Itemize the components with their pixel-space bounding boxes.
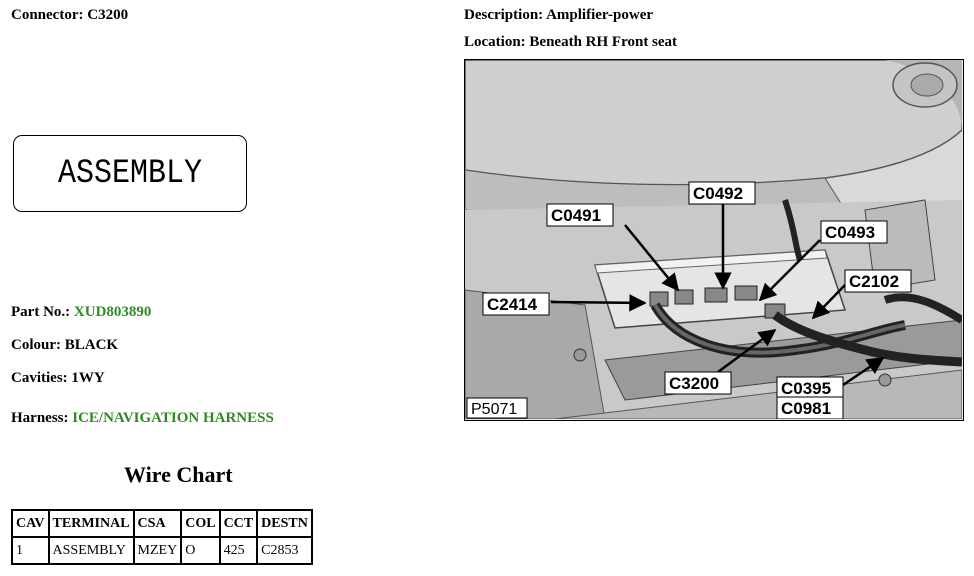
svg-text:C0491: C0491: [551, 206, 601, 225]
connector-label: Connector:: [11, 7, 84, 23]
assembly-box-text: ASSEMBLY: [57, 153, 203, 194]
cell-cav: 1: [11, 536, 50, 565]
callout-c2414: C2414: [482, 292, 550, 316]
header-col: COL: [180, 509, 221, 538]
cell-destn: C2853: [256, 536, 313, 565]
wire-chart-header-row: CAV TERMINAL CSA COL CCT DESTN: [11, 509, 313, 538]
callout-c0493: C0493: [820, 220, 888, 244]
header-destn: DESTN: [256, 509, 313, 538]
part-no-field: Part No.: XUD803890: [11, 304, 151, 321]
header-cav: CAV: [11, 509, 50, 538]
colour-value: BLACK: [64, 337, 119, 353]
assembly-box: ASSEMBLY: [13, 135, 247, 212]
part-no-label: Part No.:: [11, 304, 71, 320]
part-no-value: XUD803890: [73, 304, 152, 320]
location-field: Location: Beneath RH Front seat: [464, 34, 677, 51]
callout-c2102: C2102: [844, 269, 912, 293]
header-terminal: TERMINAL: [47, 509, 135, 538]
cell-cct: 425: [218, 536, 259, 565]
svg-text:C0493: C0493: [825, 223, 875, 242]
location-value: Beneath RH Front seat: [529, 34, 678, 50]
connector-field: Connector: C3200: [11, 7, 128, 24]
cavities-field: Cavities: 1WY: [11, 370, 105, 387]
cavities-label: Cavities:: [11, 370, 68, 386]
header-csa: CSA: [132, 509, 183, 538]
svg-text:C0981: C0981: [781, 399, 831, 418]
connector-value: C3200: [87, 7, 129, 23]
cavities-value: 1WY: [71, 370, 105, 386]
svg-text:C0492: C0492: [693, 184, 743, 203]
harness-field: Harness: ICE/NAVIGATION HARNESS: [11, 410, 274, 427]
header-cct: CCT: [218, 509, 259, 538]
description-value: Amplifier-power: [546, 7, 654, 23]
location-photo: C0491 C0492 C0493 C2102 C2414 C3200 C039…: [464, 59, 964, 421]
harness-label: Harness:: [11, 410, 69, 426]
callout-c3200: C3200: [664, 371, 732, 395]
cell-csa: MZEY: [132, 536, 183, 565]
callout-c0981: C0981: [776, 396, 844, 419]
wire-chart-title: Wire Chart: [124, 462, 233, 487]
location-label: Location:: [464, 34, 526, 50]
photo-id-label: P5071: [466, 397, 528, 419]
colour-label: Colour:: [11, 337, 61, 353]
svg-text:C0395: C0395: [781, 379, 831, 398]
wire-chart-table: CAV TERMINAL CSA COL CCT DESTN 1 ASSEMBL…: [11, 509, 313, 565]
harness-value: ICE/NAVIGATION HARNESS: [72, 410, 274, 426]
table-row: 1 ASSEMBLY MZEY O 425 C2853: [11, 536, 313, 565]
svg-text:P5071: P5071: [471, 401, 517, 418]
cell-terminal: ASSEMBLY: [47, 536, 135, 565]
svg-text:C2414: C2414: [487, 295, 538, 314]
callout-c0492: C0492: [688, 181, 756, 205]
svg-text:C3200: C3200: [669, 374, 719, 393]
colour-field: Colour: BLACK: [11, 337, 118, 354]
callout-c0395: C0395: [776, 376, 844, 400]
callout-c0491: C0491: [546, 203, 614, 227]
svg-text:C2102: C2102: [849, 272, 899, 291]
cell-col: O: [180, 536, 221, 565]
description-label: Description:: [464, 7, 544, 23]
description-field: Description: Amplifier-power: [464, 7, 653, 24]
seat-shape: [465, 60, 962, 186]
